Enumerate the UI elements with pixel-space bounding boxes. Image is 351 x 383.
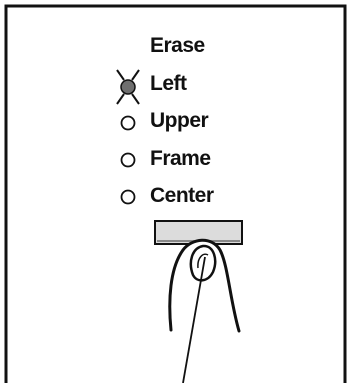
led-center (122, 191, 135, 204)
option-label-center: Center (150, 184, 214, 208)
option-label-frame: Frame (150, 147, 211, 171)
led-upper (122, 117, 135, 130)
erase-heading: Erase (150, 34, 205, 58)
option-label-left: Left (150, 72, 187, 96)
option-label-upper: Upper (150, 109, 208, 133)
led-frame (122, 154, 135, 167)
finger-icon (170, 240, 239, 331)
led-left (117, 70, 139, 104)
